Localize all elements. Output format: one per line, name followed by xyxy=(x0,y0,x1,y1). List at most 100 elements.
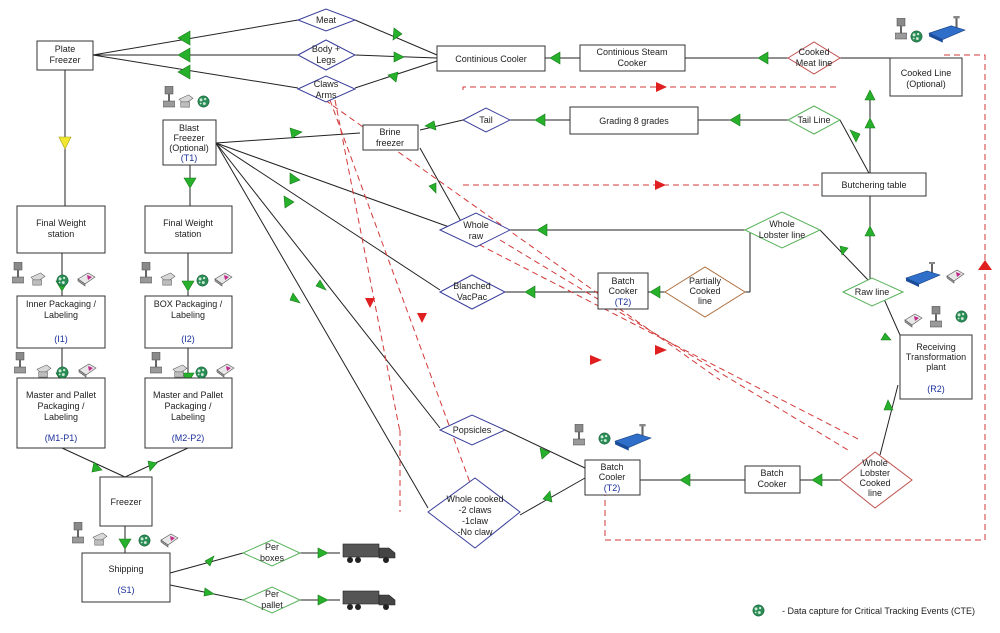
receiving-label-1: Receiving xyxy=(916,342,956,352)
claws-arms-diamond[interactable]: Claws Arms xyxy=(296,75,357,103)
red-arrowheads xyxy=(365,82,992,365)
flow-connectors xyxy=(61,19,920,601)
butchering-table-label: Butchering table xyxy=(841,180,906,190)
popsicles-diamond[interactable]: Popsicles xyxy=(438,414,507,446)
freezer-yellow-arrow xyxy=(58,136,72,150)
blast-freezer-label-3: (Optional) xyxy=(169,143,209,153)
globe-data-icon xyxy=(197,95,210,108)
barcode-scanner-icon xyxy=(178,94,194,108)
blast-freezer-node[interactable]: Blast Freezer (Optional) (T1) xyxy=(162,119,217,166)
cooked-line-optional-node[interactable]: Cooked Line (Optional) xyxy=(889,57,963,97)
platform-scale-icon xyxy=(928,16,966,44)
continuous-cooler-node[interactable]: Continious Cooler xyxy=(436,45,546,72)
whole-raw-diamond[interactable]: Whole raw xyxy=(438,212,512,248)
raw-line-equipment-icons xyxy=(905,262,965,288)
whole-lobster-line-label-2: Lobster line xyxy=(759,230,806,240)
receiving-code: (R2) xyxy=(927,384,945,394)
partially-cooked-label-2: Cooked xyxy=(689,286,720,296)
per-pallet-diamond[interactable]: Per pallet xyxy=(241,586,302,614)
final-weight-station-1-node[interactable]: Final Weight station xyxy=(16,205,106,254)
cooked-meat-line-diamond[interactable]: Cooked Meat line xyxy=(787,41,841,75)
globe-data-icon xyxy=(196,274,209,287)
grading-node[interactable]: Grading 8 grades xyxy=(569,106,699,135)
batch-cooker-bottom-label-2: Cooker xyxy=(757,479,786,489)
master-pallet-1-label-3: Labeling xyxy=(44,412,78,422)
raw-line-diamond[interactable]: Raw line xyxy=(841,277,905,307)
globe-data-icon xyxy=(598,432,611,445)
receiving-plant-node[interactable]: Receiving Transformation plant (R2) xyxy=(899,334,973,400)
batch-cooker-top-code: (T2) xyxy=(615,297,632,307)
continuous-steam-cooker-node[interactable]: Continious Steam Cooker xyxy=(579,44,686,72)
master-pallet-1-label-1: Master and Pallet xyxy=(26,390,97,400)
delivery-truck-icon xyxy=(342,543,396,564)
meat-label: Meat xyxy=(316,15,337,25)
per-pallet-label-2: pallet xyxy=(261,600,283,610)
inner-packaging-node[interactable]: Inner Packaging / Labeling (I1) xyxy=(16,295,106,349)
master-pallet-2-node[interactable]: Master and Pallet Packaging / Labeling (… xyxy=(144,377,233,449)
tail-line-label: Tail Line xyxy=(797,115,830,125)
label-printer-icon xyxy=(946,269,965,284)
box-packaging-label-1: BOX Packaging / xyxy=(154,299,223,309)
master-pallet-1-node[interactable]: Master and Pallet Packaging / Labeling (… xyxy=(16,377,106,449)
claws-arms-label-2: Arms xyxy=(316,90,337,100)
tail-diamond[interactable]: Tail xyxy=(461,107,512,133)
weighing-scale-icon xyxy=(72,522,84,544)
whole-cooked-label-3: -1claw xyxy=(462,516,489,526)
whole-raw-label-1: Whole xyxy=(463,220,489,230)
batch-cooler-node[interactable]: Batch Cooler (T2) xyxy=(584,459,641,496)
blanched-vacpac-diamond[interactable]: Blanched VacPac xyxy=(438,274,507,310)
whole-cooked-label-4: -No claw xyxy=(457,527,493,537)
weighing-scale-icon xyxy=(163,86,175,108)
whole-cooked-diamond[interactable]: Whole cooked -2 claws -1claw -No claw xyxy=(427,477,521,549)
freezer-label: Freezer xyxy=(110,497,141,507)
wlcl-label-3: Cooked xyxy=(859,478,890,488)
shipping-node[interactable]: Shipping (S1) xyxy=(81,552,171,603)
final-weight-1-label-1: Final Weight xyxy=(36,218,86,228)
partially-cooked-label-3: line xyxy=(698,296,712,306)
globe-data-icon xyxy=(138,534,151,547)
barcode-scanner-icon xyxy=(160,272,176,286)
whole-lobster-line-label-1: Whole xyxy=(769,219,795,229)
brine-freezer-node[interactable]: Brine freezer xyxy=(362,124,419,151)
master-pallet-1-code: (M1-P1) xyxy=(45,433,78,443)
per-boxes-label-2: boxes xyxy=(260,553,285,563)
batch-cooker-bottom-node[interactable]: Batch Cooker xyxy=(744,465,801,494)
legend: - Data capture for Critical Tracking Eve… xyxy=(752,604,975,617)
freezer-node[interactable]: Freezer xyxy=(99,476,153,527)
batch-cooker-top-node[interactable]: Batch Cooker (T2) xyxy=(597,272,649,310)
globe-data-icon xyxy=(56,366,69,379)
meat-diamond[interactable]: Meat xyxy=(296,8,357,32)
master-pallet-1-equipment-icons xyxy=(14,352,97,379)
per-boxes-diamond[interactable]: Per boxes xyxy=(241,539,302,567)
label-printer-icon xyxy=(78,363,97,378)
delivery-truck-icon xyxy=(342,590,396,611)
body-legs-diamond[interactable]: Body + Legs xyxy=(296,39,357,71)
master-pallet-2-code: (M2-P2) xyxy=(172,433,205,443)
whole-lobster-line-diamond[interactable]: Whole Lobster line xyxy=(743,211,822,249)
final-weight-2-label-2: station xyxy=(175,229,202,239)
per-pallet-label-1: Per xyxy=(265,589,279,599)
whole-lobster-cooked-line-diamond[interactable]: Whole Lobster Cooked line xyxy=(839,451,913,509)
final-weight-station-2-node[interactable]: Final Weight station xyxy=(144,205,233,254)
final-weight-1-label-2: station xyxy=(48,229,75,239)
receiving-equipment-icons xyxy=(904,306,968,328)
final-weight-2-label-1: Final Weight xyxy=(163,218,213,228)
barcode-scanner-icon xyxy=(30,272,46,286)
box-packaging-node[interactable]: BOX Packaging / Labeling (I2) xyxy=(144,295,233,349)
whole-raw-label-2: raw xyxy=(469,231,484,241)
inner-packaging-label-1: Inner Packaging / xyxy=(26,299,97,309)
batch-cooker-top-label-2: Cooker xyxy=(608,286,637,296)
brine-freezer-label-2: freezer xyxy=(376,138,404,148)
partially-cooked-label-1: Partially xyxy=(689,276,722,286)
partially-cooked-line-diamond[interactable]: Partially Cooked line xyxy=(664,266,746,318)
plate-freezer-node[interactable]: Plate Freezer xyxy=(36,40,94,71)
label-printer-icon xyxy=(77,272,96,287)
batch-cooler-label-2: Cooler xyxy=(599,472,626,482)
label-printer-icon xyxy=(160,533,179,548)
plate-freezer-label-1: Plate xyxy=(55,44,76,54)
cooked-meat-line-label-2: Meat line xyxy=(796,58,833,68)
tail-line-diamond[interactable]: Tail Line xyxy=(786,105,842,135)
butchering-table-node[interactable]: Butchering table xyxy=(821,172,927,197)
weighing-scale-icon xyxy=(895,18,907,40)
